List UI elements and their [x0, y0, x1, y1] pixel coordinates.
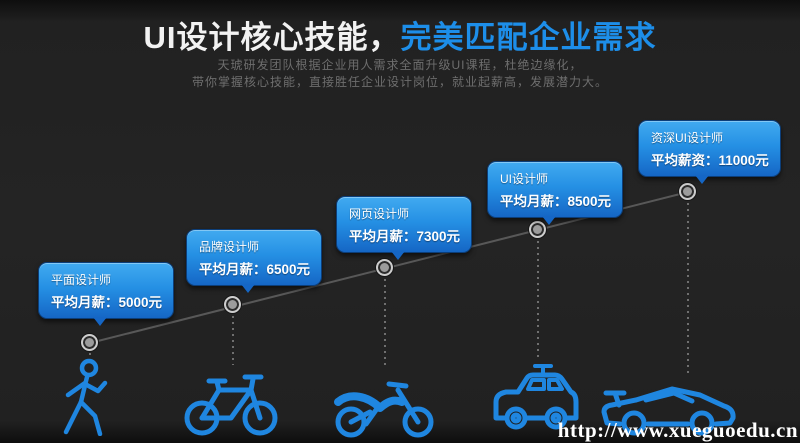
role-label: UI设计师 — [500, 172, 549, 186]
salary-label: 平均月薪：8500元 — [500, 194, 612, 209]
motorcycle-icon — [332, 366, 438, 440]
milestone-dot-2 — [224, 296, 241, 313]
walking-person-icon — [54, 358, 116, 436]
role-label: 平面设计师 — [51, 273, 112, 287]
salary-label: 平均薪资：11000元 — [651, 153, 769, 168]
milestone-dot-5 — [679, 183, 696, 200]
subtitle-line-1: 天琥研发团队根据企业用人需求全面升级UI课程，杜绝边缘化， — [217, 58, 583, 72]
salary-label: 平均月薪：6500元 — [199, 262, 311, 277]
salary-bubble-graphic-designer: 平面设计师 平均月薪：5000元 — [38, 262, 175, 326]
subtitle-line-2: 带你掌握核心技能，直接胜任企业设计岗位，就业起薪高，发展潜力大。 — [191, 75, 608, 89]
watermark-url: http://www.xueguoedu.cn — [557, 418, 798, 442]
milestone-dot-1 — [81, 334, 98, 351]
salary-label: 平均月薪：5000元 — [51, 295, 163, 310]
salary-label: 平均月薪：7300元 — [349, 229, 461, 244]
salary-bubble-brand-designer: 品牌设计师 平均月薪：6500元 — [186, 229, 323, 293]
sports-car-icon — [598, 377, 740, 437]
salary-bubble-web-designer: 网页设计师 平均月薪：7300元 — [336, 196, 473, 260]
subtitle: 天琥研发团队根据企业用人需求全面升级UI课程，杜绝边缘化， 带你掌握核心技能，直… — [0, 57, 800, 91]
salary-bubble-senior-ui-designer: 资深UI设计师 平均薪资：11000元 — [638, 120, 781, 184]
milestone-dot-3 — [376, 259, 393, 276]
role-label: 资深UI设计师 — [651, 131, 724, 145]
page-title-white: UI设计核心技能， — [143, 20, 401, 55]
milestone-dot-4 — [529, 221, 546, 238]
salary-bubble-ui-designer: UI设计师 平均月薪：8500元 — [487, 161, 624, 225]
page-title-blue: 完美匹配企业需求 — [400, 20, 657, 55]
bicycle-icon — [183, 364, 279, 438]
page-title: UI设计核心技能，完美匹配企业需求 — [0, 12, 800, 57]
taxi-icon — [486, 358, 582, 432]
role-label: 品牌设计师 — [199, 240, 260, 254]
role-label: 网页设计师 — [349, 207, 410, 221]
